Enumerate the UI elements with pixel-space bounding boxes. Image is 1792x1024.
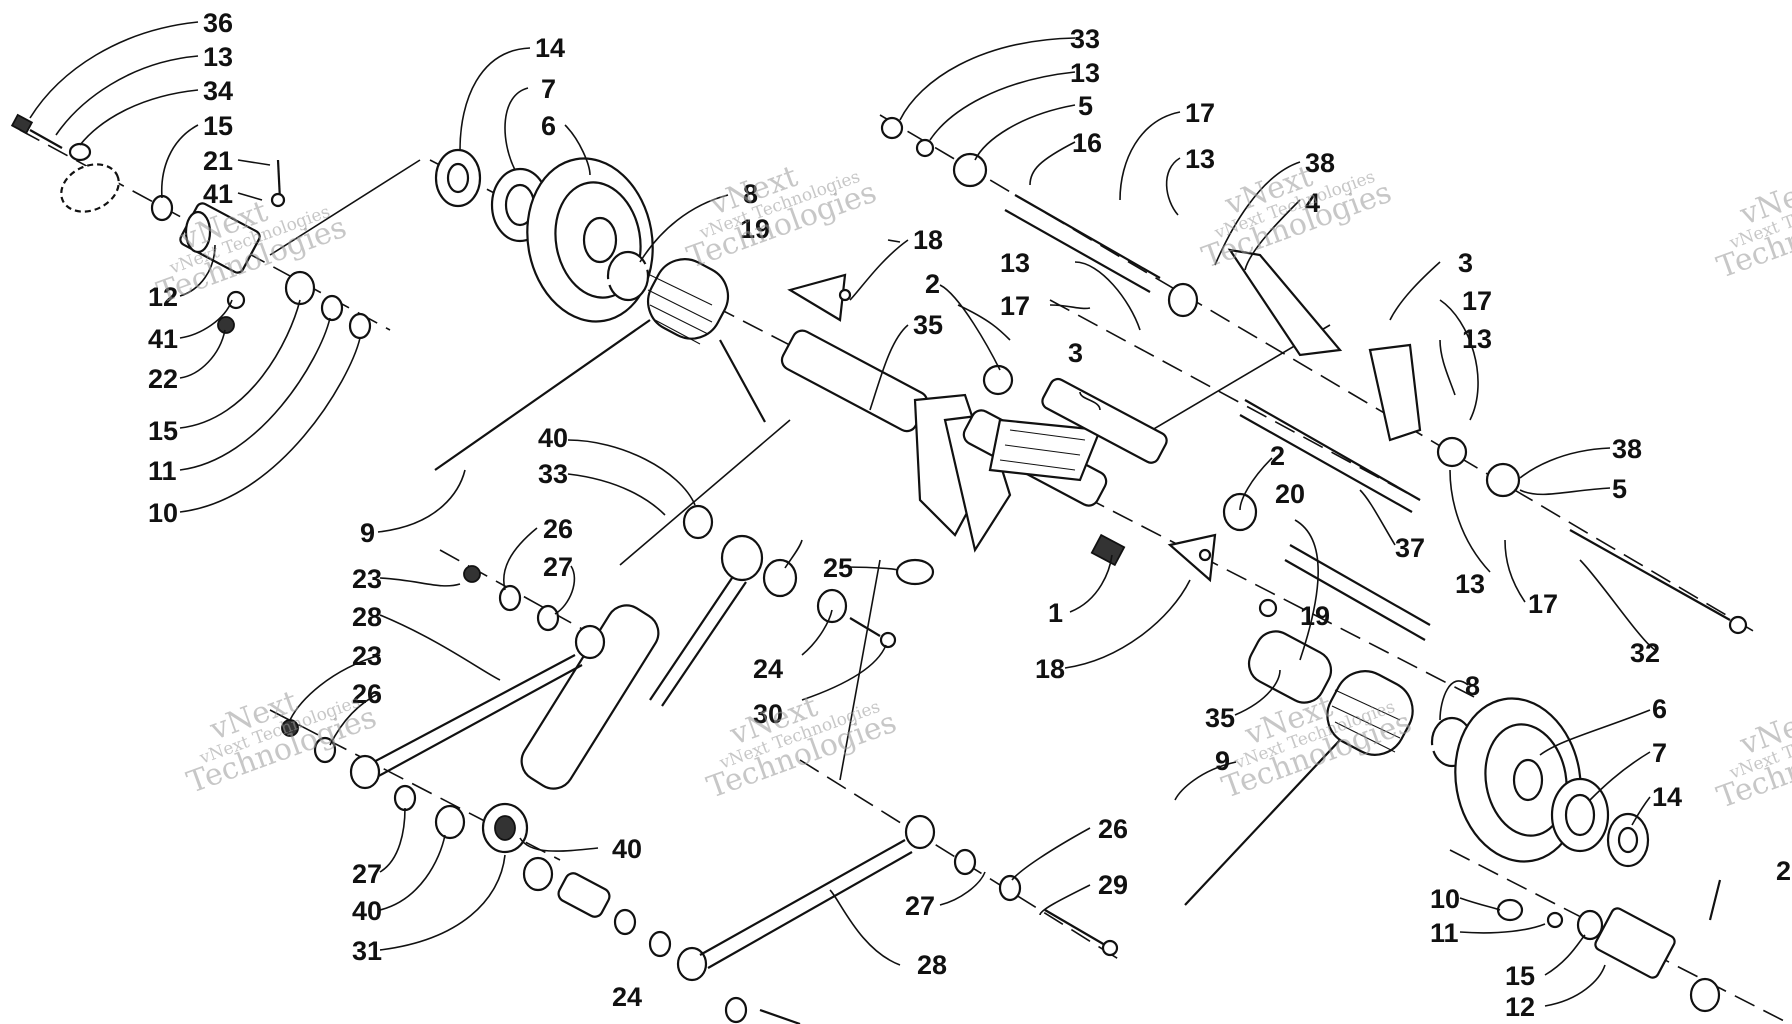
watermark-6: vNext vNext Technologies Technologies [703, 689, 902, 806]
right-torsion-spring [1184, 630, 1414, 906]
callout-9: 9 [360, 518, 375, 548]
callout-11-lower: 11 [1430, 918, 1459, 948]
callout-32: 32 [1630, 638, 1660, 668]
callout-10: 10 [148, 498, 178, 528]
callout-9-lower: 9 [1215, 746, 1230, 776]
callout-13-lower-right: 13 [1455, 569, 1485, 599]
callout-1: 1 [1048, 598, 1063, 628]
right-idler-wheel-group [1430, 697, 1722, 1013]
callout-33-top-right: 33 [1070, 24, 1100, 54]
callout-13-right: 13 [1462, 324, 1492, 354]
callout-29: 29 [1098, 870, 1128, 900]
callout-17: 17 [1185, 98, 1215, 128]
callout-35-lower: 35 [1205, 703, 1235, 733]
callout-24-bottom: 24 [612, 982, 642, 1012]
upper-left-pivot-group [10, 113, 372, 340]
callout-5-right: 5 [1612, 474, 1627, 504]
callout-12-bottom: 12 [1505, 992, 1535, 1022]
callout-25: 25 [823, 553, 853, 583]
callout-2-lower: 2 [1270, 441, 1285, 471]
callout-3-center: 3 [1068, 338, 1083, 368]
upper-right-rods-group [880, 116, 1748, 641]
callout-6-lower: 6 [1652, 694, 1667, 724]
callout-28: 28 [352, 602, 382, 632]
callout-17-lower-right: 17 [1528, 589, 1558, 619]
callout-18-lower: 18 [1035, 654, 1065, 684]
callout-7: 7 [541, 74, 556, 104]
shock-absorber [481, 504, 935, 854]
callout-leader-lines [29, 21, 1656, 1007]
watermark-5: vNext vNext Technologies Technologies [183, 684, 382, 801]
callout-38-right: 38 [1612, 434, 1642, 464]
callout-13-center: 13 [1000, 248, 1030, 278]
callout-13-mid: 13 [1185, 144, 1215, 174]
callout-18: 18 [913, 225, 943, 255]
callout-33: 33 [538, 459, 568, 489]
callout-8: 8 [743, 179, 758, 209]
callout-24: 24 [753, 654, 783, 684]
callout-16: 16 [1072, 128, 1102, 158]
callout-26-lower: 26 [352, 679, 382, 709]
callout-14: 14 [535, 33, 565, 63]
callout-13-top-right: 13 [1070, 58, 1100, 88]
callout-27-lower: 27 [352, 859, 382, 889]
callout-2: 2 [925, 269, 940, 299]
callout-27: 27 [543, 552, 573, 582]
callout-19: 19 [740, 214, 770, 244]
callout-37: 37 [1395, 533, 1425, 563]
callout-41-lower: 41 [148, 324, 178, 354]
callout-28-bottom: 28 [917, 950, 947, 980]
callout-17-right: 17 [1462, 286, 1492, 316]
callout-31: 31 [352, 936, 382, 966]
callout-7-lower: 7 [1652, 738, 1667, 768]
callout-labels: 36 13 34 15 21 41 12 41 22 15 11 10 14 7… [148, 8, 1791, 1022]
callout-36: 36 [203, 8, 233, 38]
callout-23-lower: 23 [352, 641, 382, 671]
callout-19-lower: 19 [1300, 601, 1330, 631]
callout-15-bottom: 15 [1505, 961, 1535, 991]
callout-13: 13 [203, 42, 233, 72]
callout-5: 5 [1078, 91, 1093, 121]
callout-41: 41 [203, 179, 233, 209]
callout-34: 34 [203, 76, 233, 106]
callout-15-lower: 15 [148, 416, 178, 446]
callout-40: 40 [538, 423, 568, 453]
callout-14-lower: 14 [1652, 782, 1682, 812]
left-idler-wheel-group [434, 148, 654, 323]
callout-20: 20 [1275, 479, 1305, 509]
callout-30: 30 [753, 699, 783, 729]
callout-11: 11 [148, 456, 177, 486]
watermark-1: vNext vNext Technologies Technologies [153, 194, 352, 311]
callout-12: 12 [148, 282, 178, 312]
callout-2-edge: 2 [1776, 856, 1791, 886]
center-rail-assembly [780, 273, 1217, 583]
callout-10-lower: 10 [1430, 884, 1460, 914]
watermark-3: vNext vNext Technologies Technologies [1198, 159, 1397, 276]
callout-23: 23 [352, 564, 382, 594]
callout-21: 21 [203, 146, 233, 176]
callout-22: 22 [148, 364, 178, 394]
callout-26-bottom: 26 [1098, 814, 1128, 844]
callout-27-bottom: 27 [905, 891, 935, 921]
callout-8-lower: 8 [1465, 671, 1480, 701]
callout-3: 3 [1458, 248, 1473, 278]
watermark-4: vNext vNext Technologies Technologies [1713, 169, 1792, 286]
callout-15: 15 [203, 111, 233, 141]
left-torsion-spring [434, 258, 766, 471]
watermark-8: vNext vNext Technologies Technologies [1713, 699, 1792, 816]
callout-6: 6 [541, 111, 556, 141]
callout-35: 35 [913, 310, 943, 340]
callout-40-lower-left: 40 [352, 896, 382, 926]
callout-17-center: 17 [1000, 291, 1030, 321]
callout-26: 26 [543, 514, 573, 544]
callout-38: 38 [1305, 148, 1335, 178]
lower-link-arms [281, 565, 1119, 1024]
callout-4: 4 [1305, 188, 1320, 218]
callout-40-shock: 40 [612, 834, 642, 864]
